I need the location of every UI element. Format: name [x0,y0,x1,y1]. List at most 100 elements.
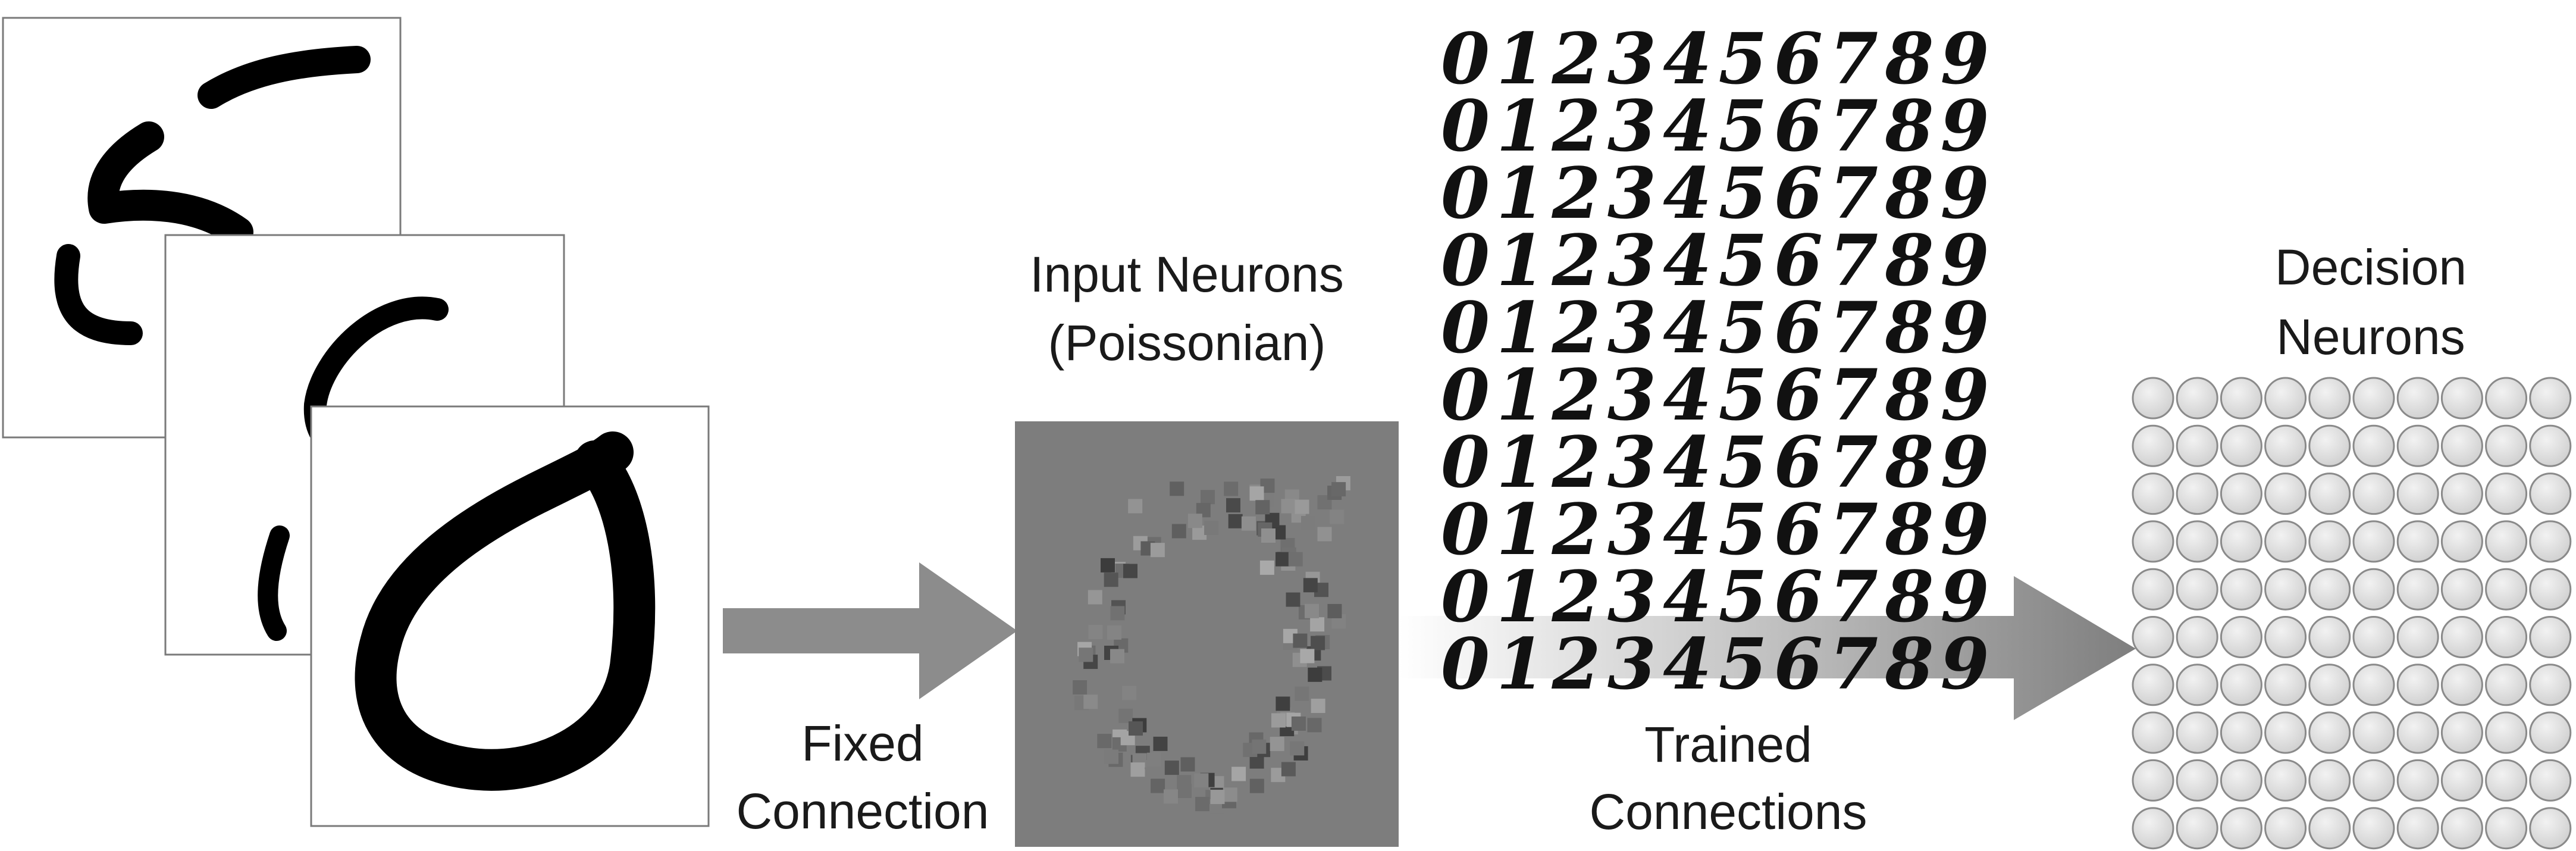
decision-neuron [2132,520,2174,563]
digit-sample: 9 [1941,85,1989,167]
spike-pixel [1276,552,1290,567]
decision-neuron [2308,424,2351,467]
trained-connection-arrow [1399,576,2136,720]
digit-sample: 8 [1884,152,1933,234]
decision-neuron [2176,664,2218,706]
digit-sample: 5 [1718,555,1767,638]
input-spike-pixels [1073,476,1350,814]
decision-neuron [2485,424,2528,467]
decision-neuron [2529,759,2572,802]
digit-sample: 2 [1552,286,1601,369]
spike-pixel [1252,739,1267,754]
decision-neuron [2264,424,2307,467]
fixed-connection-arrow [723,562,1017,699]
decision-neuron [2132,568,2174,611]
digit-sample: 8 [1884,17,1933,100]
digit-sample: 9 [1941,286,1989,369]
decision-neuron [2176,424,2218,467]
decision-neuron [2308,568,2351,611]
fixed-connection-label-line2: Connection [737,783,989,839]
decision-neuron [2352,520,2395,563]
digit-sample: 9 [1941,17,1989,100]
decision-neuron [2264,807,2307,850]
digit-sample: 5 [1718,353,1767,436]
decision-neuron [2396,664,2439,706]
digit-sample: 6 [1774,622,1823,705]
decision-neuron [2529,424,2572,467]
decision-neuron [2440,520,2483,563]
decision-neuron [2440,759,2483,802]
digit-sample: 6 [1774,219,1823,302]
digit-sample: 2 [1552,488,1601,571]
spike-pixel [1164,789,1178,804]
decision-neuron [2264,520,2307,563]
spike-pixel [1128,499,1143,514]
digit-sample: 1 [1496,219,1545,302]
decision-neuron [2396,520,2439,563]
spike-pixel [1107,625,1121,640]
digit-sample: 4 [1663,488,1712,571]
decision-neuron [2529,711,2572,754]
spike-pixel [1290,741,1305,756]
spike-pixel [1255,500,1270,515]
digit-sample: 9 [1941,555,1989,638]
spike-pixel [1226,498,1240,513]
decision-neuron [2308,807,2351,850]
decision-neuron [2264,664,2307,706]
digit-sample: 4 [1663,286,1712,369]
spike-pixel [1286,592,1300,607]
spike-pixel [1305,603,1319,618]
decision-neuron [2396,424,2439,467]
digit-sample: 4 [1663,17,1712,100]
digit-sample: 1 [1496,17,1545,100]
decision-neuron [2352,424,2395,467]
digit-sample: 2 [1552,219,1601,302]
spike-pixel [1307,718,1322,733]
decision-neuron [2264,568,2307,611]
decision-neuron [2220,473,2262,515]
digit-sample: 4 [1663,555,1712,638]
digit-sample: 7 [1829,17,1878,100]
decision-neuron [2352,664,2395,706]
spike-pixel [1110,649,1124,664]
digit-sample: 8 [1884,85,1933,167]
decision-neuron [2264,759,2307,802]
spike-pixel [1083,694,1098,709]
spike-pixel [1291,717,1306,731]
decision-neuron [2132,377,2174,420]
digit-sample: 5 [1718,488,1767,571]
spike-pixel [1241,516,1256,531]
spike-pixel [1170,481,1184,496]
digit-sample: 2 [1552,421,1601,503]
decision-neuron [2352,759,2395,802]
digit-sample: 9 [1941,421,1989,503]
decision-neuron [2440,473,2483,515]
digit-sample: 5 [1718,85,1767,167]
decision-neuron [2176,520,2218,563]
input-neurons-label-line1: Input Neurons [1030,246,1344,302]
digit-sample: 6 [1774,353,1823,436]
digit-sample: 5 [1718,219,1767,302]
digit-sample: 1 [1496,421,1545,503]
decision-neuron [2485,520,2528,563]
decision-neuron [2396,377,2439,420]
decision-neuron [2264,377,2307,420]
digit-sample: 3 [1607,17,1656,100]
digit-sample: 6 [1774,488,1823,571]
digit-sample: 0 [1441,353,1490,436]
digit-sample: 2 [1552,622,1601,705]
digit-sample: 1 [1496,152,1545,234]
decision-neuron [2176,711,2218,754]
decision-neuron [2529,568,2572,611]
spike-pixel [1223,787,1237,802]
decision-neuron [2352,473,2395,515]
digit-sample: 2 [1552,555,1601,638]
decision-neuron [2176,759,2218,802]
digit-sample: 1 [1496,622,1545,705]
spike-pixel [1224,481,1239,496]
digit-sample: 8 [1884,488,1933,571]
decision-neuron [2132,473,2174,515]
decision-neuron [2396,711,2439,754]
decision-neuron [2485,664,2528,706]
decision-neuron [2440,807,2483,850]
